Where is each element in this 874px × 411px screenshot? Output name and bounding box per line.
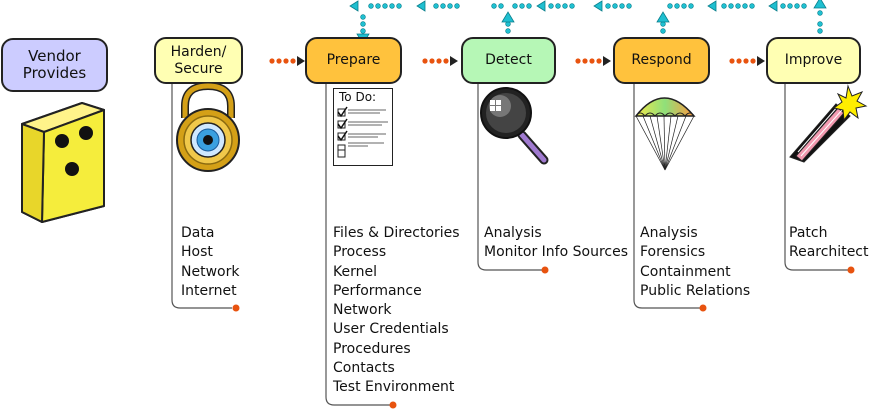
feedback-arrows: [360, 3, 823, 34]
list-item: Patch: [789, 225, 828, 241]
left-arrow-5: [707, 0, 717, 12]
flow-arrow-2: [422, 56, 458, 66]
detect-items: Analysis Monitor Info Sources: [484, 224, 628, 263]
list-item: User Credentials: [333, 321, 449, 338]
left-arrow-6: [768, 0, 778, 12]
list-item: Public Relations: [640, 282, 751, 299]
list-item: Process: [333, 244, 387, 261]
respond-items: Analysis Forensics Containment Public Re…: [640, 224, 750, 301]
list-item: Kernel: [333, 263, 377, 280]
stage-improve: Improve: [766, 37, 861, 84]
up-arrow-detect: [501, 11, 515, 23]
list-item: Analysis: [640, 225, 698, 241]
list-item: Monitor Info Sources: [484, 244, 628, 261]
improve-end-dot: [847, 266, 855, 274]
up-arrow-improve: [813, 0, 827, 9]
improve-timeline: [784, 80, 848, 271]
list-item: Contacts: [333, 360, 395, 377]
list-item: Test Environment: [333, 379, 455, 396]
detect-end-dot: [541, 266, 549, 274]
stage-harden: Harden/ Secure: [154, 37, 243, 84]
harden-end-dot: [232, 304, 240, 312]
respond-timeline: [633, 80, 700, 309]
vendor-label: Vendor Provides: [22, 46, 87, 82]
respond-end-dot: [699, 304, 707, 312]
left-arrow-2: [416, 0, 426, 12]
stage-detect: Detect: [461, 37, 556, 84]
up-arrow-respond: [656, 11, 670, 23]
left-arrow-3: [536, 0, 546, 12]
flow-arrow-3: [575, 56, 611, 66]
stage-respond: Respond: [613, 37, 710, 84]
left-arrow-4: [593, 0, 603, 12]
list-item: Rearchitect: [789, 244, 869, 261]
vendor-box: Vendor Provides: [1, 38, 108, 92]
prepare-items: Files & Directories Process Kernel Perfo…: [333, 224, 460, 398]
list-item: Forensics: [640, 244, 706, 261]
list-item: Files & Directories: [333, 225, 460, 241]
prepare-end-dot: [389, 401, 397, 409]
flow-arrow-1: [269, 56, 305, 66]
list-item: Network: [181, 263, 240, 280]
harden-timeline: [171, 80, 232, 309]
list-item: Performance: [333, 282, 422, 299]
left-arrow-1: [349, 0, 359, 12]
stage-respond-label: Respond: [631, 52, 692, 69]
list-item: Containment: [640, 263, 731, 280]
harden-items: Data Host Network Internet: [181, 224, 239, 301]
detect-timeline: [477, 80, 542, 271]
stage-harden-label: Harden/ Secure: [170, 44, 227, 77]
stage-improve-label: Improve: [784, 52, 843, 69]
list-item: Procedures: [333, 340, 411, 357]
list-item: Host: [181, 244, 213, 261]
stage-detect-label: Detect: [485, 52, 532, 69]
stage-prepare: Prepare: [305, 37, 402, 84]
improve-items: Patch Rearchitect: [789, 224, 869, 263]
flow-arrow-4: [729, 56, 765, 66]
prepare-timeline: [325, 80, 390, 406]
list-item: Internet: [181, 282, 237, 299]
list-item: Data: [181, 225, 215, 241]
todo-title: To Do:: [339, 90, 377, 104]
stage-prepare-label: Prepare: [326, 52, 381, 69]
list-item: Analysis: [484, 225, 542, 241]
list-item: Network: [333, 302, 392, 319]
